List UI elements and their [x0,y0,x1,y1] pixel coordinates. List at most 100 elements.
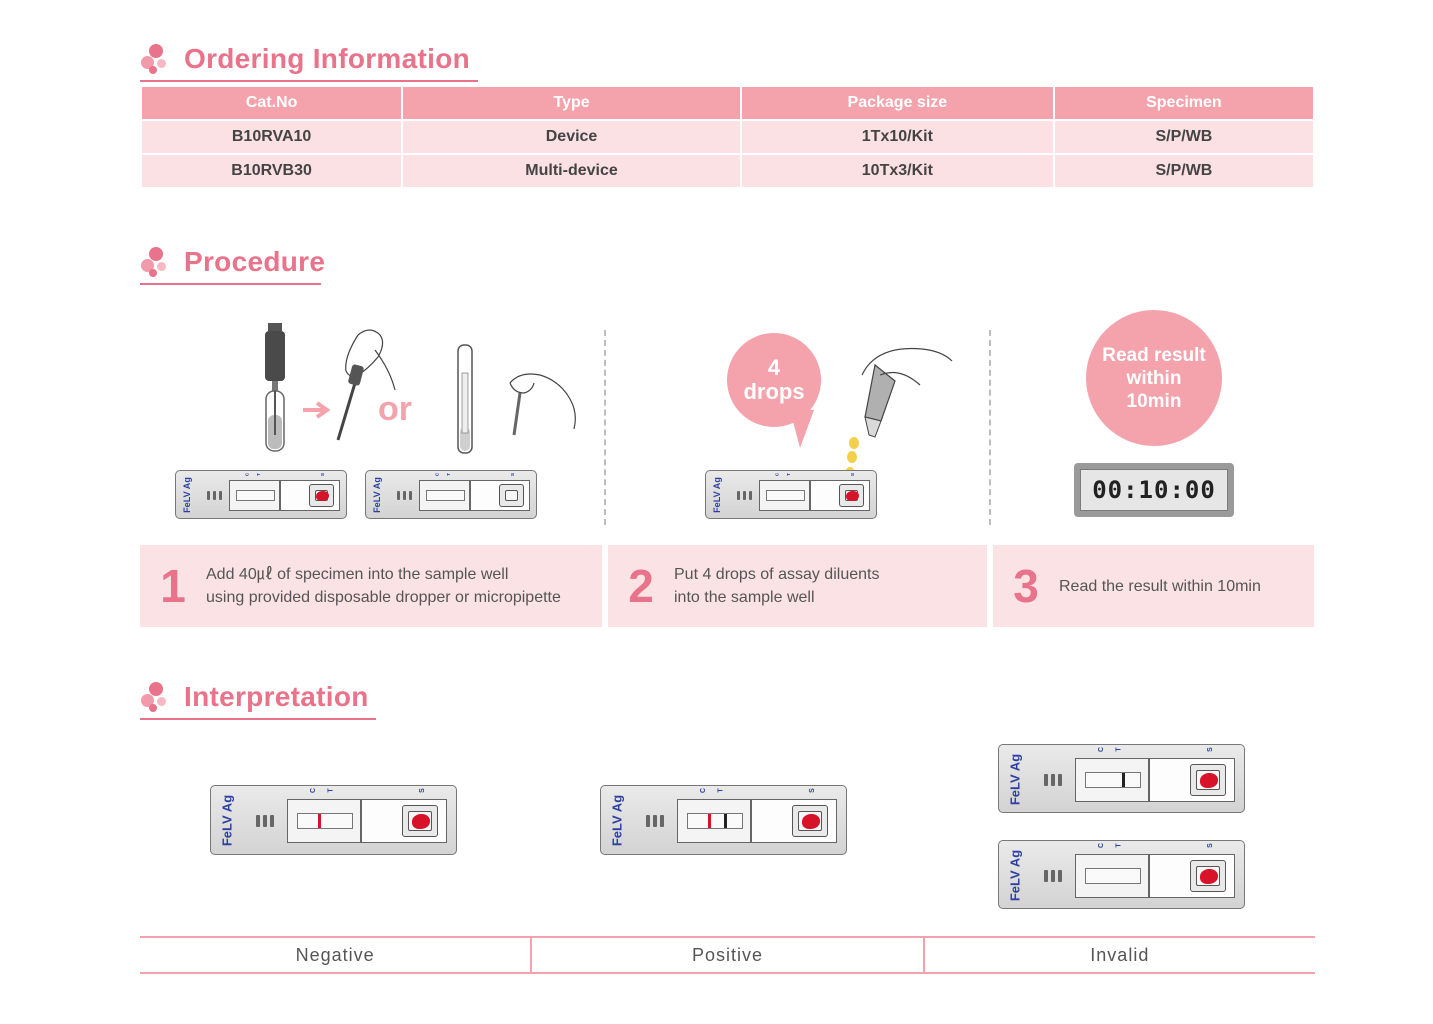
sample-well [309,484,335,507]
sample-mark-label: S [320,472,326,476]
table-header-row: Cat.No Type Package size Specimen [142,87,1313,121]
header-package-size: Package size [741,87,1053,121]
cell-type: Device [403,121,740,155]
grip-icon [207,491,222,500]
micropipette-illustration [265,323,396,452]
procedure-underline [140,283,321,285]
label-negative: Negative [295,945,375,965]
interpretation-heading: Interpretation [140,680,376,720]
test-mark-label: T [257,472,263,476]
sample-mark-label: S [1206,842,1214,848]
test-strip [425,489,465,502]
cell-type: Multi-device [403,155,740,189]
cell-package-size: 1Tx10/Kit [741,121,1053,155]
blood-drop-icon [412,814,430,829]
timer-display: 00:10:00 [1074,463,1234,517]
sample-mark-label: S [850,472,856,476]
header-type: Type [403,87,740,121]
bubbles-icon [140,247,170,277]
test-strip [1085,867,1141,884]
blood-drop-icon [316,490,329,502]
control-mark-label: C [1098,842,1106,848]
bubbles-icon [140,44,170,74]
test-mark-label: T [1115,746,1123,752]
step-text-line: using provided disposable dropper or mic… [206,589,561,606]
test-line [724,814,727,828]
bubble-tail [790,410,814,448]
table-row: B10RVB30 Multi-device 10Tx3/Kit S/P/WB [142,155,1313,189]
ordering-heading: Ordering Information [140,42,478,82]
device-brand-label: FeLV Ag [1007,753,1023,805]
step-text-line: Read the result within 10min [1059,577,1261,595]
ordering-title: Ordering Information [184,43,470,74]
test-mark-label: T [717,788,725,793]
sample-mark-label: S [418,788,426,793]
or-label: or [378,390,412,428]
procedure-heading: Procedure [140,245,326,285]
diluent-bottle-illustration [846,347,953,475]
interpretation-labels: Negative Positive Invalid [140,936,1315,974]
step-divider [604,330,606,525]
test-strip [1085,771,1141,788]
grip-icon [646,815,664,827]
control-mark-label: C [700,787,708,794]
sample-mark-label: S [1206,746,1214,752]
read-result-line1: Read result [1102,344,1206,366]
device-negative: FeLV Ag C T S [210,785,457,855]
control-line [708,814,711,828]
grip-icon [1044,773,1062,786]
step-text-line: into the sample well [674,589,815,606]
ordering-underline [140,80,478,82]
ordering-table: Cat.No Type Package size Specimen B10RVA… [140,87,1315,189]
sample-well [792,805,828,837]
control-mark-label: C [310,787,318,794]
sample-well [499,484,525,507]
grip-icon [737,491,752,500]
cell-specimen: S/P/WB [1054,155,1313,189]
test-mark-label: T [787,472,793,476]
sample-well [839,484,865,507]
device-brand-label: FeLV Ag [182,477,193,513]
control-mark-label: C [434,472,440,477]
arrow-right-icon [303,401,331,419]
step-2: 2 Put 4 drops of assay diluents into the… [608,545,987,627]
grip-icon [397,491,412,500]
grip-icon [256,815,274,827]
sample-well [1190,859,1226,892]
step-text: Add 40㎕ of specimen into the sample well… [206,563,561,609]
test-strip [297,813,353,829]
table-row: B10RVA10 Device 1Tx10/Kit S/P/WB [142,121,1313,155]
device-brand-label: FeLV Ag [219,794,235,847]
blood-drop-icon [846,490,859,502]
device-brand-label: FeLV Ag [372,477,383,513]
step-number: 1 [160,560,186,612]
dropper-tube-illustration [457,344,576,454]
test-strip [687,813,743,829]
step-number: 3 [1013,560,1039,612]
timer-readout: 00:10:00 [1080,469,1228,511]
header-cat-no: Cat.No [142,87,402,121]
sample-mark-label: S [510,472,516,476]
header-specimen: Specimen [1054,87,1313,121]
read-result-line2: within [1126,367,1182,389]
interpretation-underline [140,718,376,720]
label-positive: Positive [530,938,922,972]
step-1: 1 Add 40㎕ of specimen into the sample we… [140,545,602,627]
test-mark-label: T [327,788,335,793]
test-mark-label: T [1115,842,1123,848]
step-3: 3 Read the result within 10min [993,545,1314,627]
grip-icon [1044,869,1062,882]
cell-cat-no: B10RVA10 [142,121,402,155]
bubbles-icon [140,682,170,712]
cell-package-size: 10Tx3/Kit [741,155,1053,189]
procedure-title: Procedure [184,246,326,277]
device-brand-label: FeLV Ag [609,794,625,847]
step-text-line: Put 4 drops of assay diluents [674,566,880,583]
label-invalid: Invalid [922,938,1315,972]
test-strip [235,489,275,502]
drops-word: drops [743,379,805,404]
